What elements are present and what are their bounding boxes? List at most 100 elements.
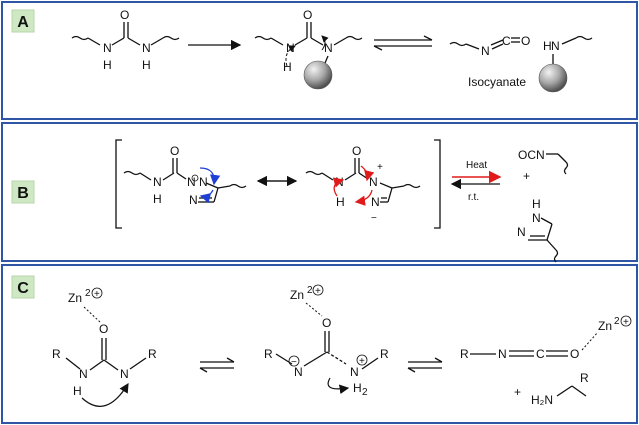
bond — [407, 367, 416, 373]
zn-label: Zn — [68, 291, 82, 305]
zn-charge: 2 — [614, 316, 620, 327]
atom-h: H — [153, 192, 162, 206]
bond — [213, 187, 219, 203]
zwitterion-intermediate: Zn 2 + O N − R N + H 2 R — [264, 284, 389, 398]
bond — [546, 223, 553, 241]
bond — [275, 353, 293, 365]
lone-pair — [191, 174, 199, 182]
bond — [294, 37, 308, 46]
atom-o: O — [322, 316, 331, 330]
panel-c: C Zn 2 + O N H R N R — [1, 264, 638, 424]
red-electron-arrow-1 — [332, 177, 345, 197]
bond — [449, 41, 467, 47]
charge-circle — [312, 284, 324, 296]
amine-product: + H₂N R — [514, 371, 589, 407]
atom-o: O — [521, 34, 530, 48]
coordination-bond — [581, 331, 599, 351]
panel-c-badge-label: C — [17, 280, 29, 297]
bond — [423, 35, 433, 41]
atom-n: N — [551, 39, 560, 53]
panel-b-badge-label: B — [17, 185, 29, 202]
urea-on-substrate: N H O N — [254, 8, 363, 90]
bond — [571, 385, 587, 397]
bond — [553, 249, 559, 263]
bond — [546, 239, 557, 251]
r-label: R — [148, 347, 157, 361]
electron-arrow-2 — [321, 35, 329, 51]
bond — [139, 172, 152, 181]
heat-label: Heat — [466, 160, 487, 171]
bond — [557, 153, 567, 163]
bond — [373, 45, 383, 51]
bond — [563, 161, 569, 175]
panel-a-frame — [1, 1, 638, 120]
r-label: R — [460, 347, 469, 361]
zn-isocyanate: R N C O Zn 2 + — [460, 315, 632, 361]
atom-o: O — [120, 8, 129, 22]
red-electron-arrow-2 — [354, 189, 373, 206]
atom-n-left: N — [103, 41, 112, 55]
bond — [254, 35, 272, 41]
bond — [305, 170, 323, 176]
atom-c: C — [536, 347, 545, 361]
atom-h: H — [532, 197, 541, 211]
panel-b: B N H O N N N — [1, 122, 638, 263]
zn-charge: 2 — [307, 285, 313, 296]
atom-h-right: H — [142, 58, 151, 72]
subscript-2: 2 — [362, 387, 368, 398]
bond — [103, 359, 119, 371]
r-label: R — [264, 347, 273, 361]
atom-h: H — [73, 384, 82, 398]
bond-breaking — [326, 351, 347, 365]
atom-o: O — [170, 144, 179, 158]
bond — [310, 37, 324, 46]
atom-h: H — [336, 195, 345, 209]
bracket-left — [115, 139, 122, 229]
bond — [333, 37, 347, 46]
bond — [345, 35, 363, 41]
coordination-bond — [305, 302, 323, 317]
blue-electron-arrow-1 — [199, 167, 221, 186]
equilibrium-arrow-c1 — [199, 357, 235, 373]
atom-n: N — [189, 193, 198, 207]
proton-transfer-arrow — [81, 382, 129, 407]
zn-label: Zn — [290, 288, 304, 302]
panel-a-badge — [11, 9, 35, 33]
equilibrium-arrow-c2 — [407, 357, 443, 373]
atom-n: N — [371, 195, 380, 209]
plus-label: + — [514, 385, 521, 399]
bond — [540, 217, 553, 225]
atom-n: N — [517, 225, 526, 239]
sphere-icon — [303, 60, 333, 90]
bond — [465, 43, 480, 50]
plus-label: + — [523, 169, 530, 183]
atom-n: N — [187, 175, 196, 189]
pyrazole-urea-1: N H O N N N — [123, 144, 247, 207]
bond — [403, 183, 421, 189]
atom-o: O — [303, 8, 312, 22]
bond — [387, 187, 393, 203]
bond — [344, 172, 357, 181]
bond — [129, 357, 147, 370]
zn-charge: 2 — [85, 288, 91, 299]
atom-n: N — [481, 44, 490, 58]
rt-label: r.t. — [468, 192, 479, 203]
blue-electron-arrow-2 — [199, 189, 214, 204]
isocyanate-molecule: N C O — [449, 34, 530, 58]
bracket-right — [434, 139, 441, 229]
atom-n: N — [294, 365, 303, 379]
bond — [89, 359, 105, 371]
charge-circle — [620, 315, 632, 327]
bond — [123, 170, 141, 176]
atom-o: O — [352, 144, 361, 158]
atom-h: H — [543, 39, 552, 53]
r-label: R — [52, 347, 61, 361]
panel-c-frame — [1, 264, 638, 424]
charge-minus: − — [371, 213, 377, 224]
heat-equilibrium: Heat r.t. — [450, 160, 502, 203]
panel-b-badge — [11, 180, 35, 204]
h2n-label: H₂N — [531, 393, 553, 407]
bond — [150, 37, 164, 46]
bond — [226, 357, 235, 363]
atom-n: N — [153, 175, 162, 189]
